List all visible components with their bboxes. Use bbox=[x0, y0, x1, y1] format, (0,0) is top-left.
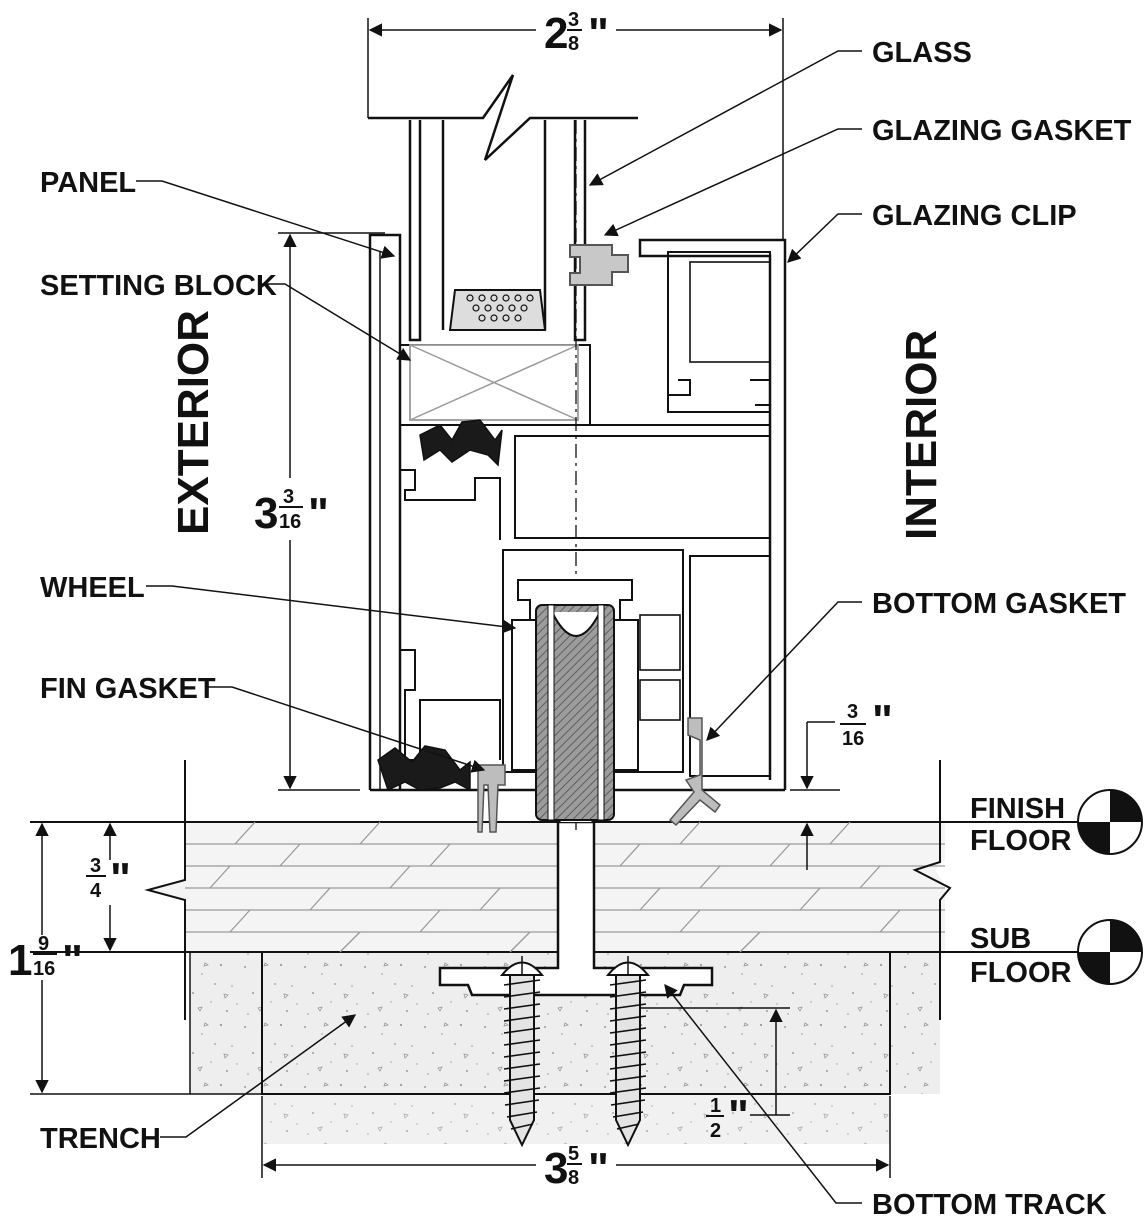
dim-floor-finish-num: 3 bbox=[90, 855, 101, 877]
wheel bbox=[511, 579, 639, 821]
finish-floor-level-marker: FINISH FLOOR bbox=[970, 789, 1143, 857]
panel-frame bbox=[368, 233, 787, 792]
dim-screw-depth: 1 2 " bbox=[640, 1007, 790, 1142]
dim-gap-num: 3 bbox=[847, 701, 858, 723]
dim-top-width: 2 3 8 " bbox=[367, 9, 784, 240]
callout-glazing-gasket-label: GLAZING GASKET bbox=[872, 115, 1132, 147]
dim-floor-total-den: 16 bbox=[33, 958, 55, 980]
dim-floor-total-unit: " bbox=[62, 936, 83, 985]
callout-wheel: WHEEL bbox=[40, 572, 517, 634]
dim-gap-unit: " bbox=[872, 696, 893, 745]
dim-gap: 3 16 " bbox=[790, 696, 893, 870]
dim-gap-den: 16 bbox=[842, 728, 864, 750]
callout-glass: GLASS bbox=[588, 37, 972, 186]
callout-glazing-clip-label: GLAZING CLIP bbox=[872, 200, 1077, 232]
callout-wheel-label: WHEEL bbox=[40, 572, 145, 604]
callout-glazing-gasket: GLAZING GASKET bbox=[603, 115, 1132, 237]
track-screw-right bbox=[605, 956, 651, 1148]
dim-trench-width-unit: " bbox=[588, 1144, 609, 1193]
callout-fin-gasket-label: FIN GASKET bbox=[40, 673, 216, 705]
finish-floor-label-1: FINISH bbox=[970, 793, 1065, 825]
dim-trench-width-whole: 3 bbox=[544, 1144, 568, 1193]
dim-panel-height-whole: 3 bbox=[254, 489, 278, 538]
dim-trench-width: 3 5 8 " bbox=[261, 1096, 891, 1193]
interior-label: INTERIOR bbox=[897, 330, 946, 540]
exterior-seal-upper bbox=[419, 419, 503, 467]
callout-setting-block-label: SETTING BLOCK bbox=[40, 270, 277, 302]
finish-floor-label-2: FLOOR bbox=[970, 825, 1072, 857]
dim-floor-total-num: 9 bbox=[38, 933, 49, 955]
dim-top-width-num: 3 bbox=[568, 9, 579, 31]
dim-floor: 3 4 " 1 9 16 " bbox=[8, 822, 262, 1095]
dim-trench-width-num: 5 bbox=[568, 1143, 579, 1165]
callout-fin-gasket: FIN GASKET bbox=[40, 673, 486, 773]
dim-panel-height: 3 3 16 " bbox=[254, 232, 385, 791]
callout-trench: TRENCH bbox=[40, 1014, 357, 1155]
dim-top-width-whole: 2 bbox=[544, 9, 568, 58]
callout-setting-block: SETTING BLOCK bbox=[40, 270, 412, 361]
dim-panel-height-unit: " bbox=[308, 489, 329, 538]
sub-floor-label-2: FLOOR bbox=[970, 957, 1072, 989]
callout-trench-label: TRENCH bbox=[40, 1123, 161, 1155]
dim-panel-height-den: 16 bbox=[279, 511, 301, 533]
callout-bottom-gasket-label: BOTTOM GASKET bbox=[872, 588, 1126, 620]
dim-top-width-unit: " bbox=[588, 9, 609, 58]
sub-floor-label-1: SUB bbox=[970, 923, 1031, 955]
dim-screw-depth-unit: " bbox=[728, 1091, 749, 1140]
callout-bottom-track-label: BOTTOM TRACK bbox=[872, 1189, 1107, 1221]
callout-bottom-gasket: BOTTOM GASKET bbox=[706, 588, 1126, 741]
dim-top-width-den: 8 bbox=[568, 33, 579, 55]
dim-screw-depth-num: 1 bbox=[710, 1095, 721, 1117]
callout-glazing-clip: GLAZING CLIP bbox=[787, 200, 1077, 263]
track-screw-left bbox=[499, 956, 545, 1148]
bottom-gasket-shape bbox=[668, 717, 722, 827]
insulated-glass-unit bbox=[368, 74, 638, 830]
fin-gasket-shape bbox=[377, 745, 471, 792]
callout-panel: PANEL bbox=[40, 167, 396, 259]
dim-panel-height-num: 3 bbox=[283, 486, 294, 508]
glazing-gasket-shape bbox=[569, 244, 629, 286]
exterior-label: EXTERIOR bbox=[169, 310, 218, 535]
finish-floor-boards bbox=[30, 760, 1095, 1094]
callout-glass-label: GLASS bbox=[872, 37, 972, 69]
dim-screw-depth-den: 2 bbox=[710, 1120, 721, 1142]
callout-bottom-track: BOTTOM TRACK bbox=[664, 983, 1107, 1221]
dim-trench-width-den: 8 bbox=[568, 1167, 579, 1189]
sub-floor-level-marker: SUB FLOOR bbox=[970, 919, 1143, 989]
dim-floor-total-whole: 1 bbox=[8, 936, 32, 985]
dim-floor-finish-den: 4 bbox=[90, 880, 102, 902]
dim-floor-finish-unit: " bbox=[110, 854, 131, 903]
fin-gasket-drop bbox=[477, 764, 506, 833]
callout-panel-label: PANEL bbox=[40, 167, 136, 199]
